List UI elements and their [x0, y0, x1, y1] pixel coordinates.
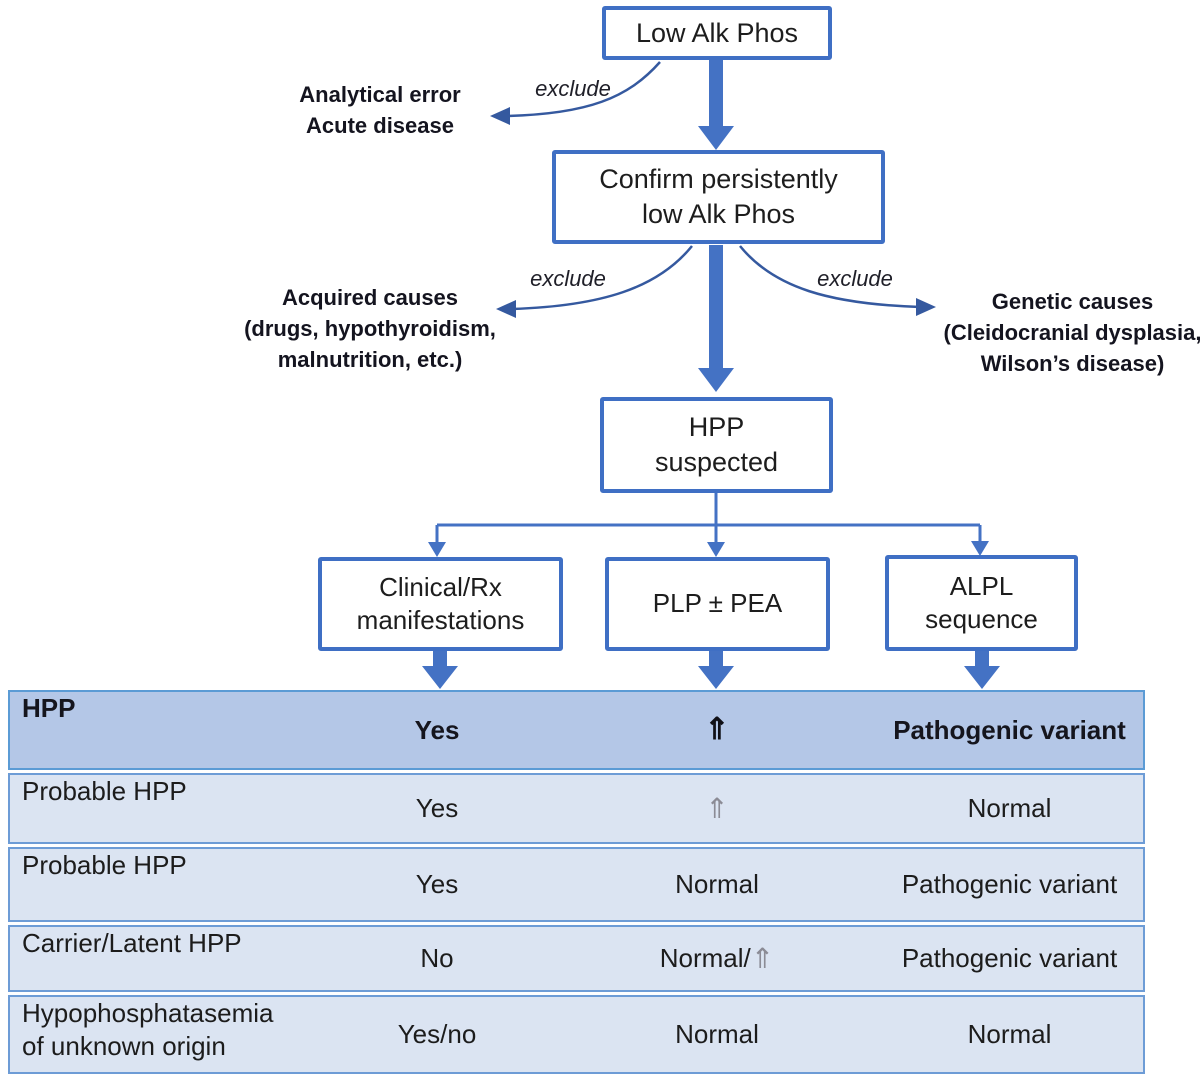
analytical-error-line2: Acute disease [306, 112, 454, 138]
acquired-causes-label: Acquired causes (drugs, hypothyroidism, … [240, 283, 500, 375]
branch-arrowhead-right-icon [971, 541, 989, 556]
row1-plp: ⇑ [562, 775, 872, 842]
node-low-alk-phos-label: Low Alk Phos [635, 17, 799, 48]
node-clinical-line2: manifestations [356, 605, 525, 635]
row4-alpl: Normal [967, 1019, 1052, 1050]
node-confirm-low-alk-phos: Confirm persistently low Alk Phos [552, 150, 885, 244]
genetic-causes-title: Genetic causes [991, 289, 1154, 314]
exclude-arrowhead-top-icon [490, 107, 510, 125]
row3-clinical: No [420, 943, 454, 974]
row1-clinical: Yes [415, 793, 459, 824]
table-row: Probable HPP Yes Normal Pathogenic varia… [8, 847, 1145, 922]
row2-diagnosis: Probable HPP [22, 850, 187, 880]
analytical-error-line1: Analytical error [299, 82, 461, 107]
node-confirm-line2: low Alk Phos [641, 199, 796, 229]
table-header-row: HPP Yes ⇑ Pathogenic variant [8, 690, 1145, 770]
header-cell-alpl: Pathogenic variant [893, 714, 1126, 745]
genetic-causes-line3: Wilson’s disease) [980, 350, 1165, 376]
node-alpl-line1: ALPL [949, 570, 1014, 601]
double-up-arrow-icon: ⇑ [704, 713, 730, 747]
branch-connector-icon [435, 493, 982, 544]
branch-arrowhead-mid-icon [707, 542, 725, 557]
node-alpl-line2: sequence [925, 604, 1038, 634]
header-cell-clinical: Yes [414, 714, 460, 745]
exclude-curve-top-icon [505, 61, 661, 118]
branch-arrowhead-left-icon [428, 542, 446, 557]
exclude-curve-left-icon [511, 245, 693, 311]
row2-alpl: Pathogenic variant [901, 869, 1118, 900]
analytical-error-label: Analytical error Acute disease [265, 80, 495, 142]
arrow-clinical-to-table-icon [422, 650, 458, 689]
exclude-arrowhead-left-icon [496, 300, 516, 318]
node-alpl-sequence: ALPL sequence [885, 555, 1078, 651]
table-row: Carrier/Latent HPP No Normal/⇑ Pathogeni… [8, 925, 1145, 992]
arrow-alpl-to-table-icon [964, 650, 1000, 689]
double-up-arrow-icon: ⇑ [750, 943, 775, 974]
row4-diagnosis: Hypophosphatasemia of unknown origin [10, 997, 312, 1072]
acquired-causes-line2: (drugs, hypothyroidism, [244, 315, 496, 341]
row1-alpl: Normal [967, 793, 1052, 824]
node-hpp-line1: HPP [688, 412, 745, 443]
acquired-causes-line3: malnutrition, etc.) [277, 346, 463, 372]
arrow-plp-to-table-icon [698, 650, 734, 689]
header-cell-plp: ⇑ [562, 692, 872, 768]
row3-plp-text: Normal/ [659, 943, 751, 974]
node-hpp-suspected: HPP suspected [600, 397, 833, 493]
node-hpp-line2: suspected [654, 447, 779, 477]
row2-plp: Normal [675, 869, 759, 900]
row4-plp: Normal [675, 1019, 759, 1050]
genetic-causes-label: Genetic causes (Cleidocranial dysplasia,… [940, 287, 1200, 379]
node-low-alk-phos: Low Alk Phos [602, 6, 832, 60]
row3-diagnosis: Carrier/Latent HPP [22, 928, 242, 958]
double-up-arrow-icon: ⇑ [705, 793, 729, 824]
table-row: Hypophosphatasemia of unknown origin Yes… [8, 995, 1145, 1074]
row3-alpl: Pathogenic variant [901, 943, 1118, 974]
arrow-low-to-confirm-icon [698, 58, 734, 150]
row2-clinical: Yes [415, 869, 459, 900]
arrow-confirm-to-hpp-icon [698, 245, 734, 392]
row4-clinical: Yes/no [397, 1019, 477, 1050]
row4-diagnosis-line1: Hypophosphatasemia [22, 998, 274, 1028]
exclude-label-top: exclude [535, 76, 611, 101]
node-clinical-line1: Clinical/Rx [379, 571, 502, 602]
exclude-curve-right-icon [739, 245, 921, 309]
header-cell-hpp: HPP [22, 693, 76, 723]
node-plp-label: PLP ± PEA [652, 588, 783, 619]
genetic-causes-line2: (Cleidocranial dysplasia, [943, 319, 1200, 345]
exclude-arrowhead-right-icon [916, 298, 936, 316]
acquired-causes-title: Acquired causes [281, 285, 459, 310]
node-plp-pea: PLP ± PEA [605, 557, 830, 651]
node-confirm-line1: Confirm persistently [599, 164, 838, 195]
row1-diagnosis: Probable HPP [22, 776, 187, 806]
row4-diagnosis-line2: of unknown origin [22, 1030, 226, 1061]
table-row: Probable HPP Yes ⇑ Normal [8, 773, 1145, 844]
connector-lines [422, 58, 1000, 689]
exclude-label-right: exclude [817, 266, 893, 291]
node-clinical-rx-manifestations: Clinical/Rx manifestations [318, 557, 563, 651]
exclude-label-left: exclude [530, 266, 606, 291]
row3-plp: Normal/⇑ [562, 927, 872, 990]
diagnosis-table: HPP Yes ⇑ Pathogenic variant Probable HP… [8, 690, 1145, 1074]
